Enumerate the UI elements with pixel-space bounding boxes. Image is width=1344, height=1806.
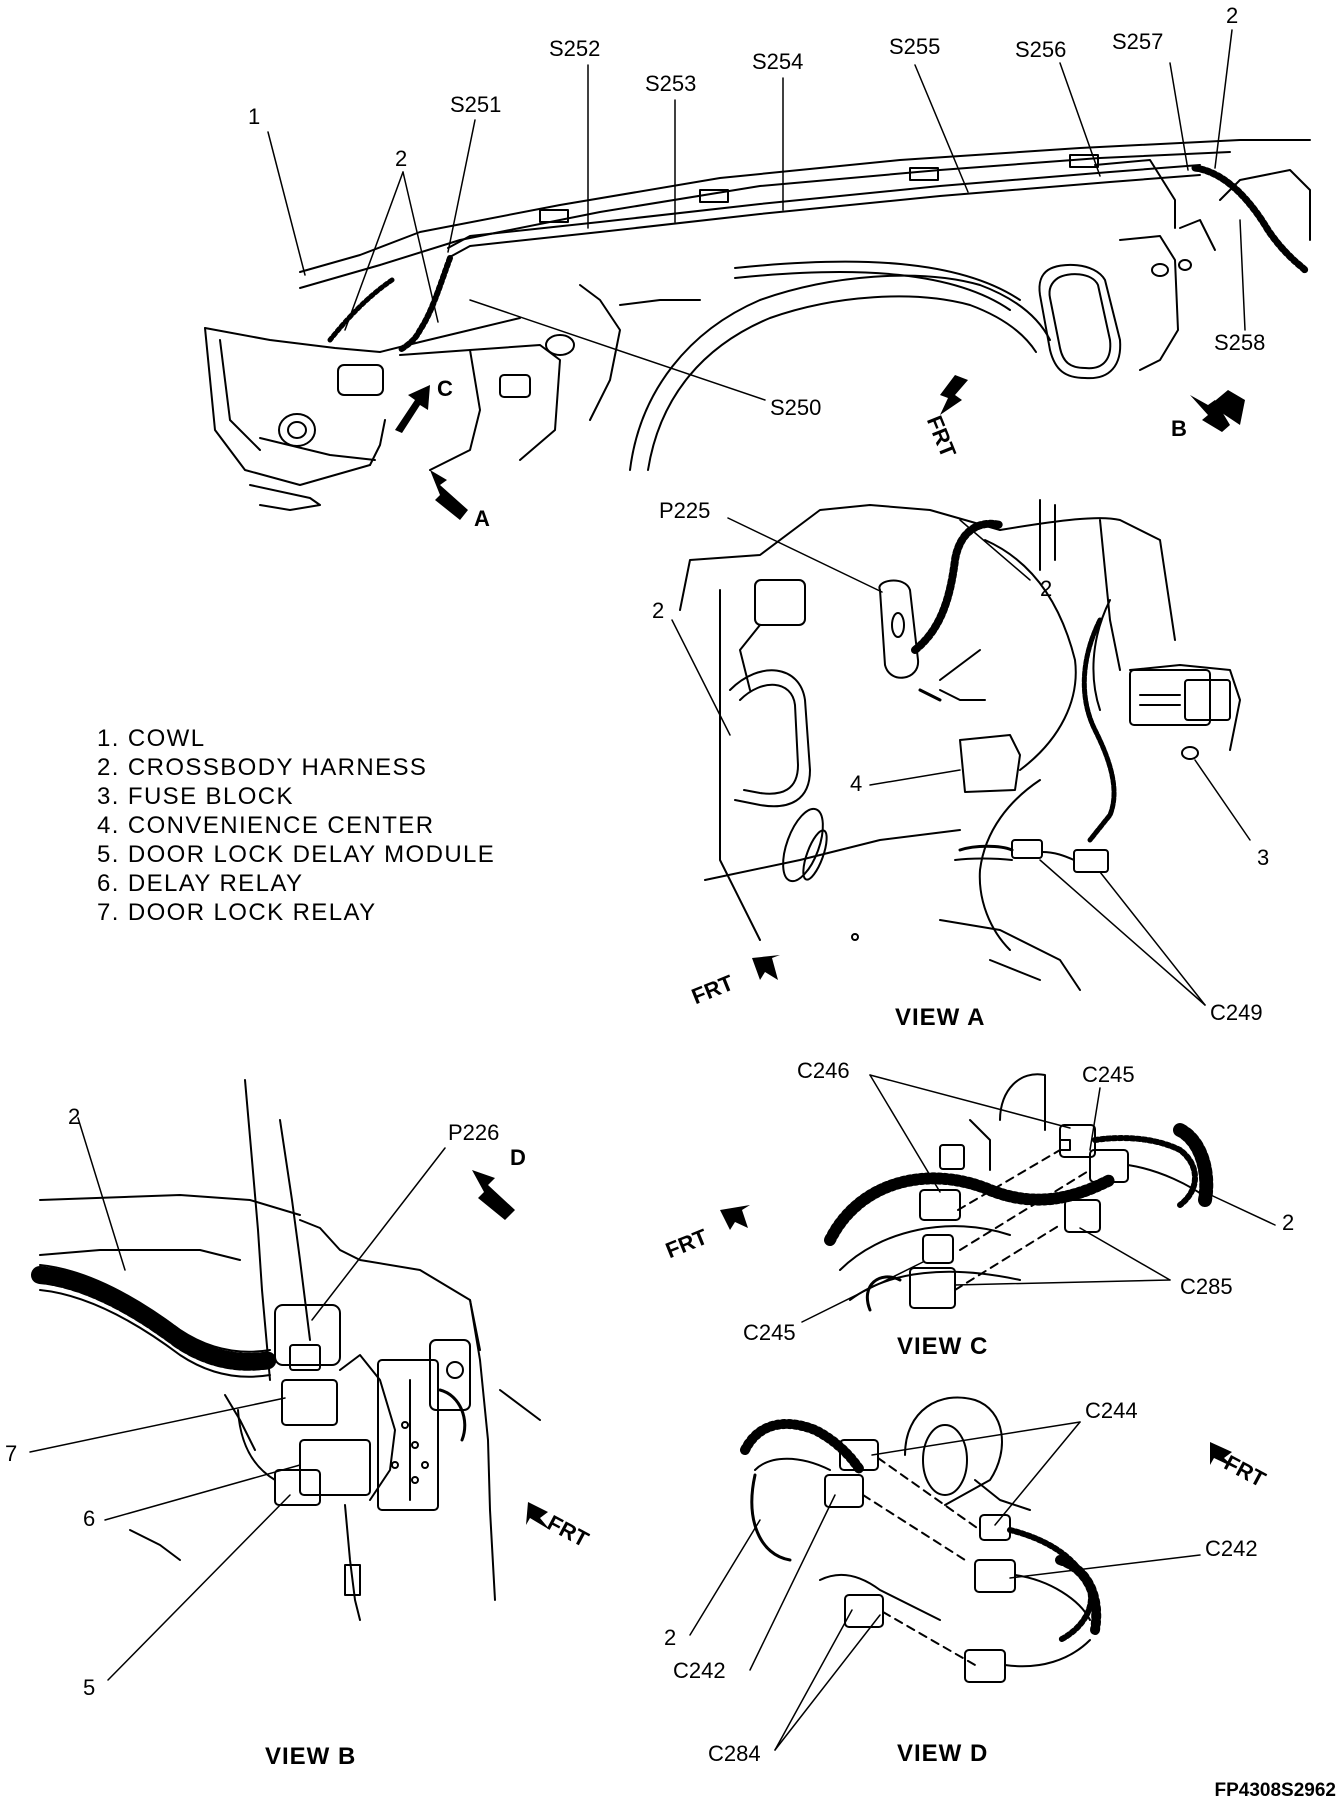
splice-s255: S255 xyxy=(889,34,941,59)
callout-1-top: 1 xyxy=(248,104,261,129)
view-b-arrow xyxy=(1190,395,1230,432)
view-b-leaders xyxy=(30,1118,445,1680)
connector-c284: C284 xyxy=(708,1741,761,1766)
view-b-drawing xyxy=(40,1080,540,1620)
callout-2-view-a-left: 2 xyxy=(652,598,665,623)
callout-2-view-c: 2 xyxy=(1282,1210,1295,1235)
legend-item: 3. FUSE BLOCK xyxy=(97,783,294,810)
view-b-arrow-2 xyxy=(1210,390,1245,425)
callout-2-view-a-right: 2 xyxy=(1040,576,1053,601)
view-a-arrow-label: A xyxy=(474,506,490,531)
connector-c285: C285 xyxy=(1180,1274,1233,1299)
view-c-drawing xyxy=(830,1074,1210,1310)
view-d-title: VIEW D xyxy=(897,1740,989,1767)
splice-s254: S254 xyxy=(752,49,804,74)
splice-s250: S250 xyxy=(770,395,822,420)
connector-c242-left: C242 xyxy=(673,1658,726,1683)
view-d-leaders xyxy=(690,1422,1200,1750)
callout-2-top-left: 2 xyxy=(395,146,408,171)
callout-2-view-d: 2 xyxy=(664,1625,677,1650)
view-c-arrow-label: C xyxy=(437,376,453,401)
callout-3-view-a: 3 xyxy=(1257,845,1270,870)
view-arrows xyxy=(395,375,1245,1220)
parts-legend: 1. COWL 2. CROSSBODY HARNESS 3. FUSE BLO… xyxy=(97,724,495,927)
legend-item: 6. DELAY RELAY xyxy=(97,870,304,897)
legend-item: 1. COWL xyxy=(97,725,206,752)
connector-c246: C246 xyxy=(797,1058,850,1083)
connector-c245-top: C245 xyxy=(1082,1062,1135,1087)
frt-view-d-arrow xyxy=(1210,1442,1235,1468)
callout-5: 5 xyxy=(83,1675,96,1700)
view-c-leaders xyxy=(802,1075,1275,1322)
splice-s252: S252 xyxy=(549,36,601,61)
connector-p226: P226 xyxy=(448,1120,500,1145)
legend-item: 7. DOOR LOCK RELAY xyxy=(97,899,377,926)
connector-c249: C249 xyxy=(1210,1000,1263,1025)
view-a-drawing xyxy=(680,500,1240,990)
legend-item: 4. CONVENIENCE CENTER xyxy=(97,812,435,839)
view-a-title: VIEW A xyxy=(895,1004,986,1031)
legend-item: 5. DOOR LOCK DELAY MODULE xyxy=(97,841,496,868)
cowl-overview-drawing xyxy=(205,140,1310,510)
callout-6: 6 xyxy=(83,1506,96,1531)
frt-view-b-arrow xyxy=(526,1502,550,1530)
view-d-arrow-label: D xyxy=(510,1145,526,1170)
splice-s256: S256 xyxy=(1015,37,1067,62)
view-c-title: VIEW C xyxy=(897,1333,989,1360)
splice-leaders xyxy=(268,30,1245,400)
view-b-title: VIEW B xyxy=(265,1743,357,1770)
figure-code: FP4308S2962 xyxy=(1214,1780,1337,1801)
view-a-arrow xyxy=(430,470,468,520)
view-d-drawing xyxy=(745,1397,1096,1682)
frt-view-a-arrow xyxy=(752,955,780,980)
view-c-arrow xyxy=(395,385,430,433)
view-a-leaders xyxy=(672,518,1250,1005)
splice-s251: S251 xyxy=(450,92,502,117)
splice-s253: S253 xyxy=(645,71,697,96)
connector-c244: C244 xyxy=(1085,1398,1138,1423)
callout-7: 7 xyxy=(5,1441,18,1466)
connector-p225: P225 xyxy=(659,498,711,523)
callout-2-top-right: 2 xyxy=(1226,3,1239,28)
callout-2-view-b: 2 xyxy=(68,1104,81,1129)
connector-c242-right: C242 xyxy=(1205,1536,1258,1561)
view-d-arrow xyxy=(472,1170,515,1220)
legend-item: 2. CROSSBODY HARNESS xyxy=(97,754,428,781)
frt-view-c-arrow xyxy=(720,1205,750,1230)
callout-4-view-a: 4 xyxy=(850,771,863,796)
view-b-arrow-label: B xyxy=(1171,416,1187,441)
frt-main-arrow xyxy=(940,375,968,415)
connector-c245-bottom: C245 xyxy=(743,1320,796,1345)
splice-s257: S257 xyxy=(1112,29,1164,54)
splice-s258: S258 xyxy=(1214,330,1266,355)
